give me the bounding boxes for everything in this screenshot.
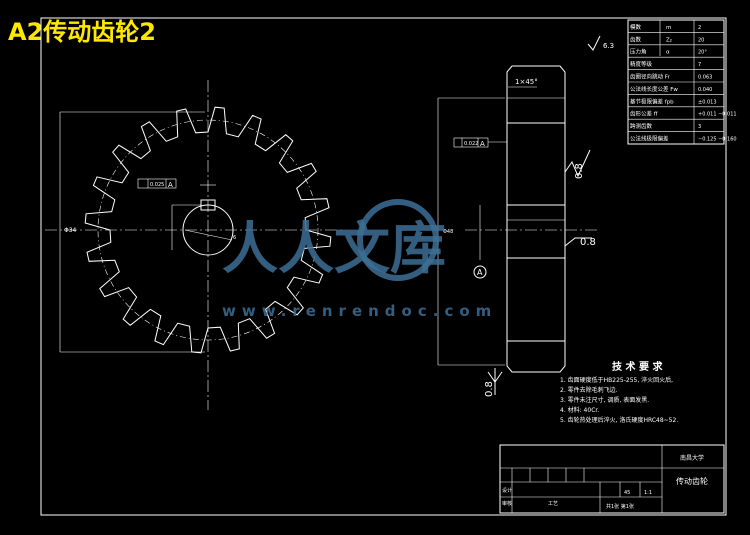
bore-label: Φ48 xyxy=(443,229,453,235)
parameter-table: 模数 m 2 齿数 Z₂ 20 压力角 α 20° 精度等级 7 齿圈径向跳动 Fr 0.063 公法线长… xyxy=(627,19,737,145)
tb-school: 南昌大学 xyxy=(680,454,704,462)
tech-req-item: 2. 零件去除毛刺飞边. xyxy=(560,386,618,394)
param-value: −0.125 −0.160 xyxy=(698,137,737,143)
param-name: 基节极限偏差 fpb xyxy=(630,97,674,105)
param-value: 20° xyxy=(698,50,707,56)
roughness-symbol xyxy=(564,149,591,178)
param-name: 公法线长度公差 Fw xyxy=(630,85,678,93)
param-name: 齿形公差 ff xyxy=(630,110,658,118)
param-symbol: Z₂ xyxy=(666,37,672,43)
hatch-top xyxy=(506,122,566,206)
roughness-top: 6.3 xyxy=(603,42,614,50)
tb-process: 工艺 xyxy=(548,501,558,507)
param-symbol: α xyxy=(666,50,670,56)
tolerance-ref: A xyxy=(168,181,173,189)
roughness-center: 0.8 xyxy=(580,237,596,248)
title-block: 南昌大学 传动齿轮 1:1 共1张 第1张 45 设计 审核 工艺 xyxy=(499,444,725,514)
leader-line xyxy=(184,229,233,241)
hatch-bottom xyxy=(506,257,566,342)
roughness-symbol xyxy=(564,237,592,247)
watermark-logo-ring xyxy=(357,199,439,281)
title-block-border xyxy=(499,444,725,514)
param-value: +0.011 −0.011 xyxy=(698,112,737,118)
roughness-symbol xyxy=(487,368,503,395)
tb-part-name: 传动齿轮 xyxy=(676,476,708,486)
watermark-logo-text: 人人文库 xyxy=(222,217,446,282)
watermark: 人人文库 www.renrendoc.com xyxy=(222,199,497,320)
tolerance-frame-front xyxy=(137,178,177,189)
roughness-bottom: 0.8 xyxy=(484,381,495,397)
drawing-border xyxy=(40,17,727,516)
param-value: ±0.013 xyxy=(698,99,717,105)
tolerance-ref: A xyxy=(480,140,485,148)
dia-label: Φ34 xyxy=(64,227,77,234)
param-name: 齿数 xyxy=(630,35,642,43)
chamfer-label: 1×45° xyxy=(515,78,538,86)
tech-req-item: 3. 零件未注尺寸, 调质, 表面发黑. xyxy=(560,396,649,404)
param-name: 公法线极限偏差 xyxy=(630,135,669,143)
tech-req-heading: 技 术 要 求 xyxy=(612,360,663,373)
roughness-side: 0.8 xyxy=(574,163,585,179)
tb-scale: 1:1 xyxy=(644,490,652,496)
section-outline xyxy=(506,65,566,373)
tech-req-item: 5. 齿轮热处理后淬火, 洛氏硬度HRC48~52. xyxy=(560,416,678,424)
page-title: A2传动齿轮2 xyxy=(8,18,156,46)
param-name: 精度等级 xyxy=(630,60,653,68)
tb-sheet: 共1张 第1张 xyxy=(606,503,634,510)
param-symbol: m xyxy=(666,25,671,31)
tb-designer: 设计 xyxy=(502,487,512,494)
param-value: 0.063 xyxy=(698,75,712,81)
small-label: 6 xyxy=(233,235,236,241)
tb-material: 45 xyxy=(624,490,630,496)
param-name: 压力角 xyxy=(630,48,647,56)
tolerance-value: 0.022 xyxy=(464,141,478,147)
gear-front-view: Φ34 6 0.025 A xyxy=(45,80,345,410)
datum-label: A xyxy=(477,268,483,277)
tech-requirements: 技 术 要 求 1. 齿面硬度低于HB225-255, 淬火回火后, 2. 零件… xyxy=(560,360,678,424)
datum-circle xyxy=(473,265,487,279)
param-name: 齿圈径向跳动 Fr xyxy=(630,73,671,81)
param-value: 3 xyxy=(698,124,701,130)
param-name: 模数 xyxy=(630,23,642,31)
tech-req-item: 4. 材料: 40Cr. xyxy=(560,406,599,414)
watermark-url: www.renrendoc.com xyxy=(222,302,497,320)
tolerance-frame-side xyxy=(453,137,489,148)
param-value: 20 xyxy=(698,37,704,43)
tolerance-value: 0.025 xyxy=(150,182,164,188)
gear-section-view: Φ48 1×45° 0.022 A A 0.8 0.8 0.8 6.3 xyxy=(437,35,614,397)
tb-checker: 审核 xyxy=(502,500,512,507)
param-value: 2 xyxy=(698,25,701,31)
tech-req-item: 1. 齿面硬度低于HB225-255, 淬火回火后, xyxy=(560,376,673,384)
param-value: 0.040 xyxy=(698,87,712,93)
roughness-note-symbol xyxy=(587,35,601,51)
param-name: 跨测齿数 xyxy=(630,122,653,130)
param-value: 7 xyxy=(698,62,701,68)
